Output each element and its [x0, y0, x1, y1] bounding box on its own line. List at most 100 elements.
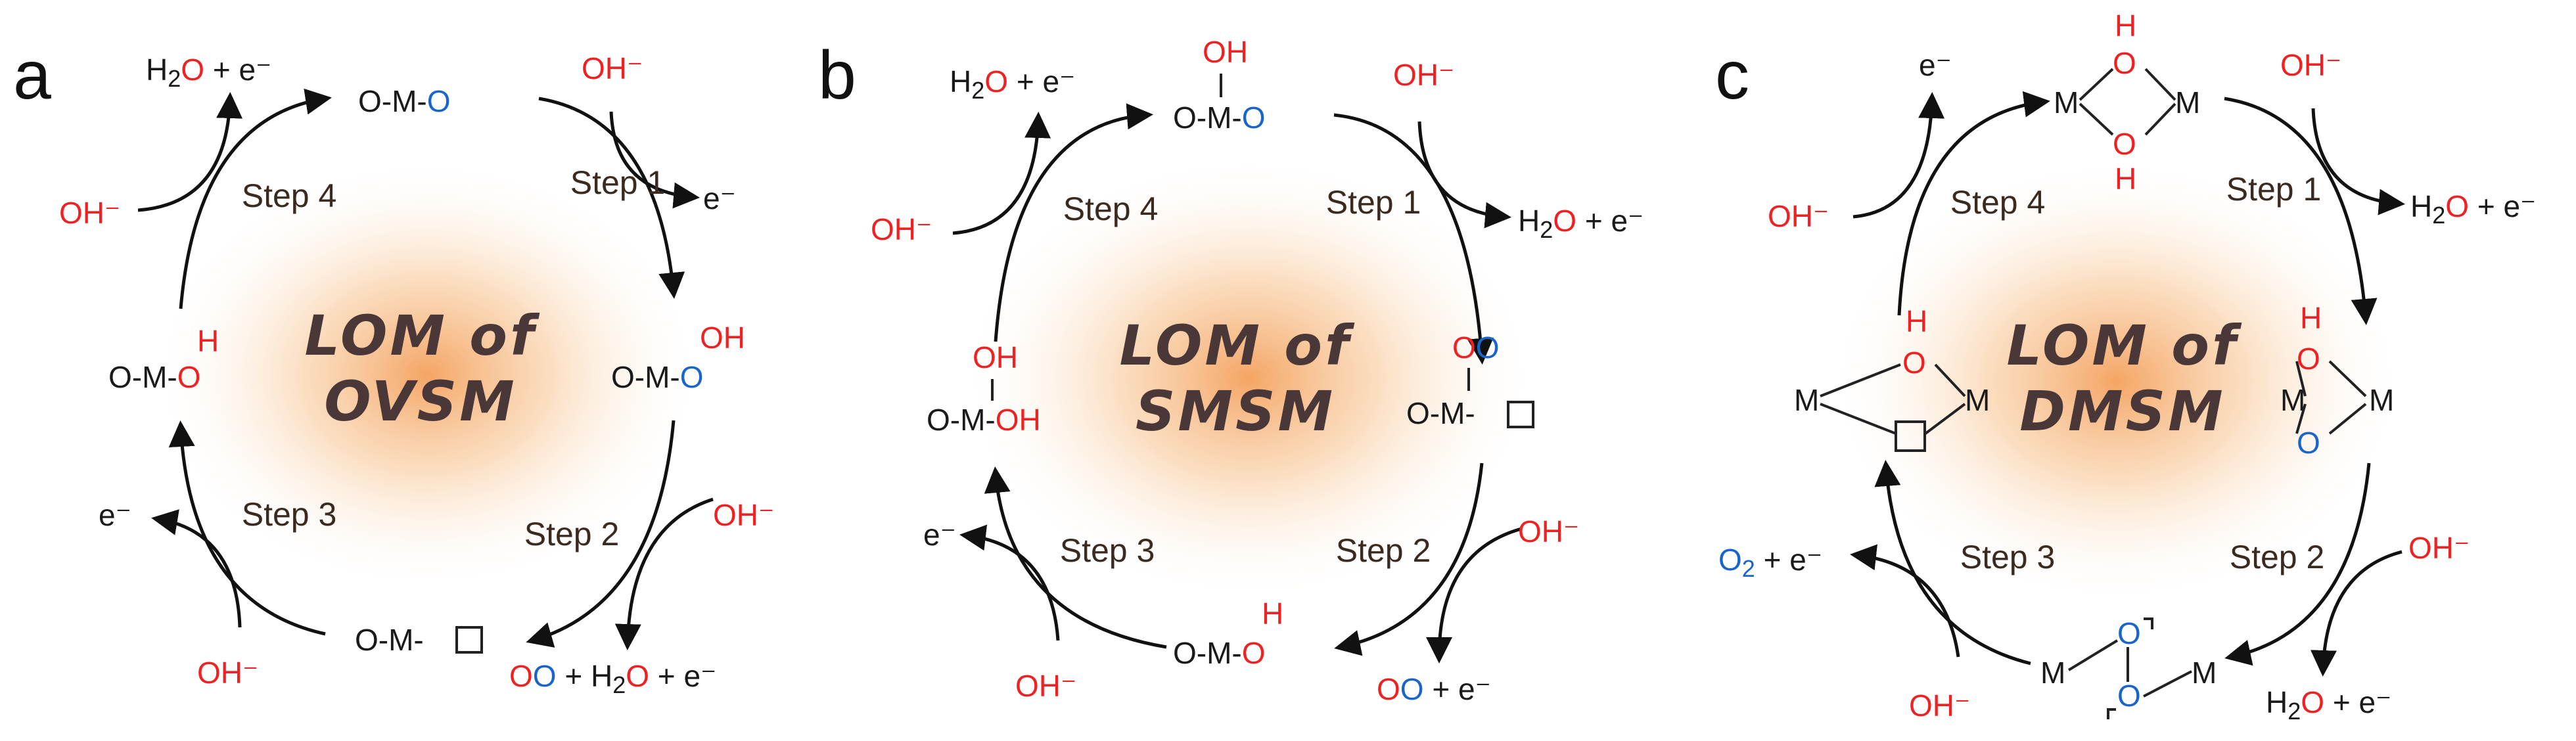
panel-b-oh-left: OH⁻: [871, 212, 932, 246]
panel-a-letter: a: [13, 37, 51, 114]
panel-b-oh-right-lower: OH⁻: [1518, 514, 1579, 549]
panel-c-left-state-o: O: [1902, 346, 1926, 380]
panel-b-step2-label: Step 2: [1336, 532, 1431, 569]
panel-c-bottom-state-m-right: M: [2192, 656, 2217, 690]
panel-c-arrow-product-step1: [2311, 108, 2405, 215]
panel-c-right-state-h: H: [2300, 301, 2322, 335]
panel-c-oh-bottom-left: OH⁻: [1909, 688, 1970, 723]
panel-b: b LOM of SMSM Step 1 Step 2 Step 3 Step …: [818, 35, 1644, 706]
panel-b-bottom-product: OO + e⁻: [1377, 672, 1491, 706]
panel-b-top-state: O-M-O: [1173, 101, 1266, 135]
panel-a-e-step1: e⁻: [703, 181, 736, 215]
panel-b-step1-label: Step 1: [1326, 184, 1421, 221]
panel-a-step1-label: Step 1: [570, 164, 666, 201]
panel-a-arrow-step3: [168, 420, 326, 636]
panel-c-glow: [1827, 158, 2405, 604]
panel-a-oh-bottom-left: OH⁻: [197, 656, 258, 690]
panel-b-e-step3: e⁻: [923, 518, 956, 552]
panel-a-arrow-step2: [526, 420, 676, 648]
panel-c-step4-label: Step 4: [1950, 184, 2046, 221]
panel-a-glow: [151, 158, 703, 591]
panel-c-right-state-bonds: [2295, 360, 2367, 435]
panel-c-left-state-m-left: M: [1794, 383, 1819, 417]
panel-c-top-state-m-right: M: [2175, 85, 2200, 120]
panel-c-arrow-oh-step4: [1852, 92, 1945, 219]
panel-b-right-state-oo: OO: [1452, 330, 1500, 365]
panel-c-e-top-left: e⁻: [1919, 48, 1952, 82]
panel-c-top-state-o-top: O: [2113, 46, 2136, 80]
panel-c-title-line1: LOM of: [2006, 313, 2242, 378]
panel-a-oh-top-right: OH⁻: [582, 51, 643, 85]
panel-c-oh-left: OH⁻: [1768, 199, 1829, 233]
panel-a-right-state-oh: OH: [700, 321, 745, 355]
panel-a-e-step3: e⁻: [99, 498, 131, 532]
panel-c-bottom-state-m-left: M: [2040, 656, 2065, 690]
panel-c-letter: c: [1715, 37, 1749, 114]
panel-c-right-state-m-left: M: [2280, 383, 2305, 417]
panel-c-step1-label: Step 1: [2226, 171, 2322, 208]
panel-b-vacancy-square: [1507, 401, 1534, 428]
panel-a-left-state: O-M-O: [108, 360, 201, 394]
panel-c-product-step1: H2O + e⁻: [2410, 189, 2536, 229]
panel-a-arrow-e-step3: [151, 509, 242, 628]
panel-c-top-state-h-top: H: [2115, 9, 2136, 43]
panel-c-arrow-step3: [1874, 460, 2031, 665]
panel-c-left-state: H O M M: [1794, 304, 1990, 452]
panel-c-arrow-step1: [2224, 97, 2378, 325]
panel-c-top-state: H O M M O H: [2054, 9, 2200, 196]
panel-a-title-line2: OVSM: [324, 369, 517, 434]
panel-a-vacancy-square: [455, 626, 483, 654]
panel-b-left-state: O-M-OH: [927, 403, 1041, 437]
panel-c-bottom-product: H2O + e⁻: [2266, 685, 2391, 725]
panel-b-bottom-state: O-M-O: [1173, 636, 1266, 670]
panel-c-top-state-o-bot: O: [2113, 127, 2136, 161]
panel-a-title-line1: LOM of: [304, 303, 540, 368]
panel-a: a LOM of OVSM Step 1 Step 2 Step 3 Step …: [13, 37, 774, 698]
panel-b-step3-label: Step 3: [1060, 532, 1155, 569]
panel-c-top-state-h-bot: H: [2115, 162, 2136, 196]
panel-a-arrow-oh-step2: [614, 497, 714, 650]
panel-c-top-state-bonds: [2079, 68, 2176, 136]
panel-c-left-state-h: H: [1906, 304, 1927, 338]
panel-c: c LOM of DMSM Step 1 Step 2 Step 3 Step …: [1715, 9, 2536, 725]
panel-a-bottom-product: OO + H2O + e⁻: [509, 659, 716, 698]
panel-c-bottom-state-bonds: [2067, 639, 2192, 698]
panel-c-oh-right-lower: OH⁻: [2408, 531, 2470, 565]
panel-b-letter: b: [818, 37, 856, 114]
panel-b-bottom-state-h: H: [1262, 596, 1283, 631]
panel-a-bottom-state: O-M-: [355, 623, 424, 657]
panel-c-arrow-oh-step2: [2311, 550, 2403, 677]
panel-b-arrow-oh-step4: [952, 112, 1051, 235]
panel-b-left-state-oh-top: OH: [973, 340, 1018, 374]
panel-b-arrow-product-step1: [1417, 121, 1511, 229]
panel-a-right-state: O-M-O: [611, 360, 704, 394]
panel-b-top-state-oh: OH: [1203, 35, 1248, 69]
panel-b-product-step1: H2O + e⁻: [1518, 204, 1644, 243]
panel-a-step4-label: Step 4: [242, 177, 337, 214]
panel-a-arrow-step4: [179, 88, 332, 309]
panel-b-title-line2: SMSM: [1136, 379, 1335, 443]
panel-a-oh-right-lower: OH⁻: [713, 498, 774, 532]
panel-c-product-step3: O2 + e⁻: [1718, 543, 1822, 582]
panel-a-left-state-h: H: [197, 324, 219, 358]
panel-c-right-state-o-red: O: [2297, 342, 2320, 376]
panel-b-arrow-e-step3: [959, 524, 1060, 641]
panel-c-oh-top-right: OH⁻: [2280, 48, 2341, 82]
panel-c-left-state-bonds: [1820, 363, 1966, 435]
panel-c-right-state-o-blue: O: [2297, 426, 2320, 460]
panel-c-right-state-m-right: M: [2369, 383, 2394, 417]
panel-b-title-line1: LOM of: [1119, 313, 1354, 378]
panel-c-top-state-m-left: M: [2054, 85, 2079, 120]
panel-c-left-state-vacancy: [1895, 420, 1926, 452]
panel-b-top-left-product: H2O + e⁻: [950, 64, 1075, 104]
panel-b-step4-label: Step 4: [1063, 191, 1159, 227]
panel-a-oh-left: OH⁻: [59, 196, 120, 230]
panel-c-arrow-product-step3: [1850, 544, 1960, 658]
panel-c-bottom-state-o-top: O: [2117, 616, 2141, 650]
panel-c-title-line2: DMSM: [2019, 379, 2225, 443]
panel-a-step3-label: Step 3: [242, 496, 337, 533]
panel-c-bottom-state-o-bot: O: [2117, 679, 2141, 713]
panel-b-oh-top-right: OH⁻: [1393, 58, 1454, 92]
panel-b-arrow-step4: [994, 103, 1153, 342]
